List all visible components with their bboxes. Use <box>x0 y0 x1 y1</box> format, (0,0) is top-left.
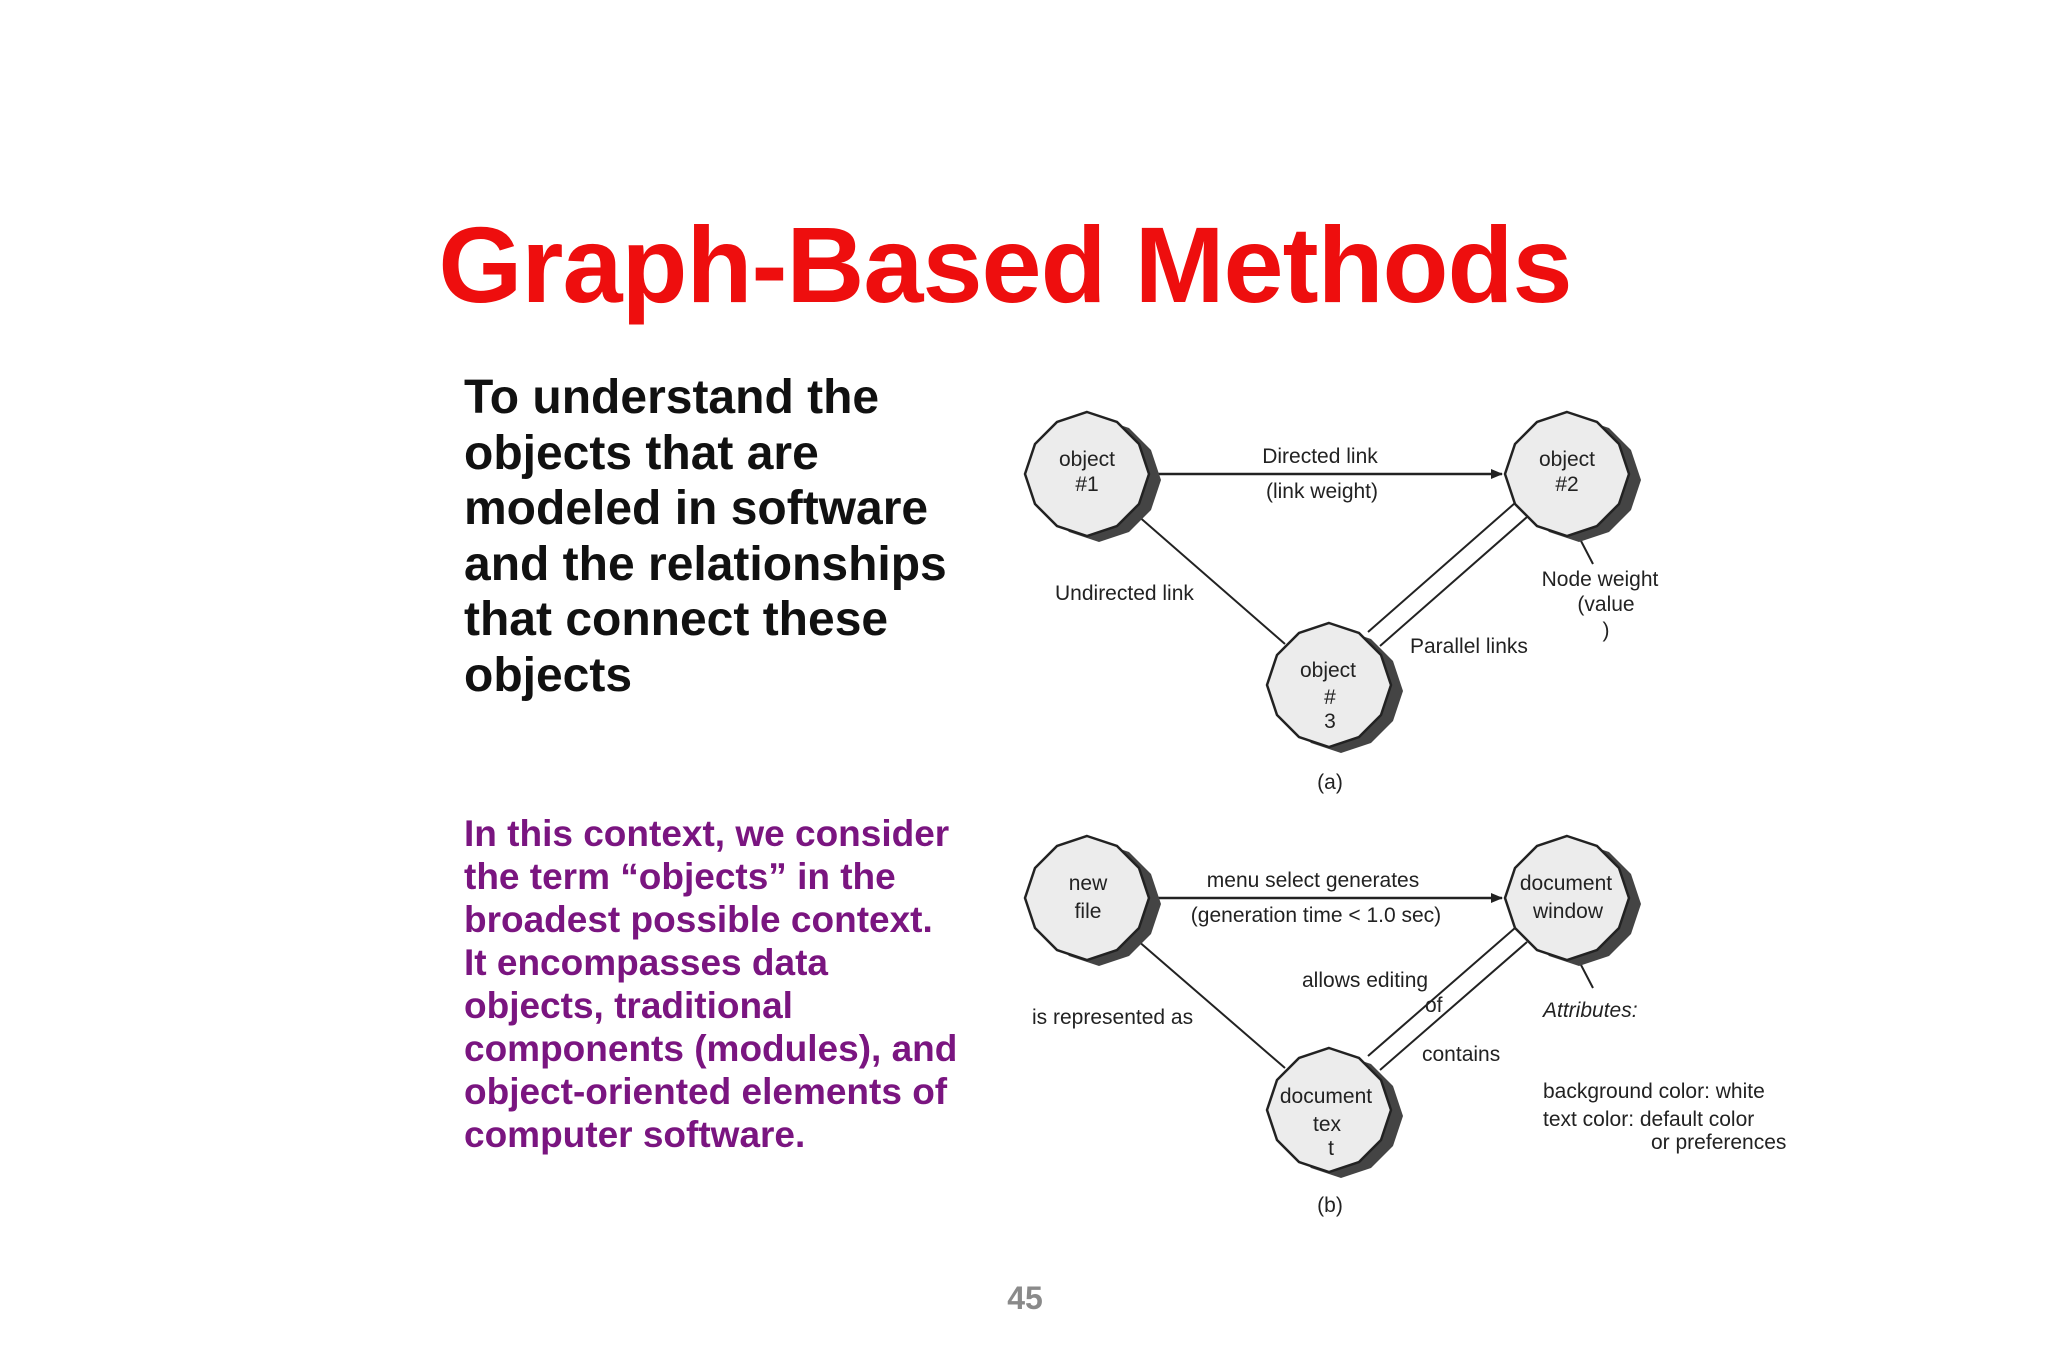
node-weight-label-line2: (value <box>1577 593 1634 616</box>
represented-as-line <box>1136 939 1286 1069</box>
node-new-file-line2: file <box>1075 900 1102 923</box>
attribute-text-color: text color: default color <box>1543 1108 1754 1131</box>
undirected-link-label: Undirected link <box>1055 582 1194 605</box>
node-document-window-line1: document <box>1520 872 1612 895</box>
node-object-2-line1: object <box>1539 448 1595 471</box>
node-object-2-line2: #2 <box>1555 473 1578 496</box>
node-new-file-line1: new <box>1069 872 1108 895</box>
diagram-a-caption: (a) <box>1317 771 1343 794</box>
node-object-3-line2: # <box>1324 686 1336 709</box>
node-document-text-line1: document <box>1280 1085 1372 1108</box>
node-weight-label-line3: ) <box>1603 619 1610 642</box>
diagram-b-caption: (b) <box>1317 1194 1343 1217</box>
represented-as-label: is represented as <box>1032 1006 1193 1029</box>
allows-editing-label: allows editing <box>1302 969 1428 992</box>
attributes-label: Attributes: <box>1541 999 1638 1022</box>
contains-label: contains <box>1422 1043 1500 1066</box>
node-document-text-line2: tex <box>1313 1113 1342 1136</box>
node-object-2: object #2 <box>1503 410 1641 542</box>
node-object-3-line3: 3 <box>1324 710 1336 733</box>
node-object-1: object #1 <box>1023 410 1161 542</box>
node-object-3-line1: object <box>1300 659 1356 682</box>
diagram-a: object #1 object #2 object # 3 Directed … <box>1023 410 1659 794</box>
slide-title: Graph-Based Methods <box>438 204 1572 325</box>
node-document-window: document window <box>1503 834 1641 966</box>
menu-select-label: menu select generates <box>1207 869 1419 892</box>
generation-time-label: (generation time < 1.0 sec) <box>1191 904 1441 927</box>
intro-text: To understand the objects that are model… <box>464 371 947 702</box>
contains-line <box>1379 941 1528 1071</box>
link-weight-label: (link weight) <box>1266 480 1378 503</box>
node-document-window-line2: window <box>1532 900 1604 923</box>
node-document-text-line3: t <box>1328 1137 1334 1160</box>
attribute-preferences: or preferences <box>1651 1131 1786 1154</box>
allows-editing-of-label: of <box>1425 994 1443 1017</box>
parallel-link-line-1 <box>1367 502 1516 633</box>
node-new-file: new file <box>1023 834 1161 966</box>
parallel-link-line-2 <box>1379 516 1528 647</box>
node-object-1-line2: #1 <box>1075 473 1098 496</box>
page-number: 45 <box>1007 1280 1043 1316</box>
node-object-3: object # 3 <box>1265 621 1403 753</box>
context-text: In this context, we consider the term “o… <box>464 813 958 1155</box>
node-weight-label-line1: Node weight <box>1542 568 1659 591</box>
node-document-text: document tex t <box>1265 1046 1403 1178</box>
directed-link-label: Directed link <box>1262 445 1378 468</box>
undirected-link-line <box>1136 514 1286 645</box>
parallel-links-label: Parallel links <box>1410 635 1528 658</box>
node-object-1-line1: object <box>1059 448 1115 471</box>
attribute-background-color: background color: white <box>1543 1080 1765 1103</box>
allows-editing-line <box>1367 927 1516 1057</box>
diagram-b: new file document window document tex t … <box>1023 834 1786 1217</box>
